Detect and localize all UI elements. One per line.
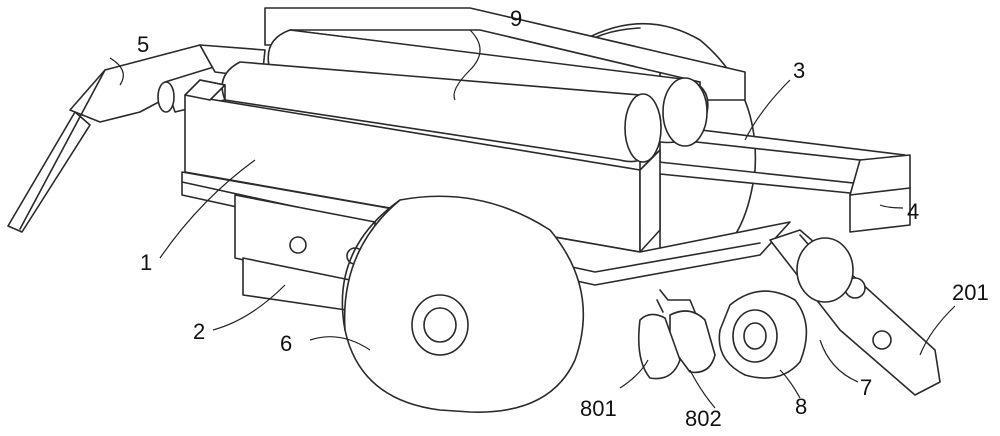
label-1: 1 xyxy=(140,250,152,275)
label-5: 5 xyxy=(137,32,149,57)
front-wheel xyxy=(341,195,585,413)
label-7: 7 xyxy=(860,375,872,400)
label-3: 3 xyxy=(793,58,805,83)
label-4: 4 xyxy=(907,199,919,224)
lower-roller-main xyxy=(718,290,808,379)
leader-lines xyxy=(109,29,956,409)
label-2: 2 xyxy=(193,319,205,344)
roller-front xyxy=(221,61,662,163)
lower-roller-rear xyxy=(796,237,854,303)
hopper-box xyxy=(184,79,661,253)
label-201: 201 xyxy=(952,280,989,305)
label-9: 9 xyxy=(510,6,522,31)
lower-housing xyxy=(234,194,376,313)
label-802: 802 xyxy=(685,406,722,431)
label-801: 801 xyxy=(580,396,617,421)
label-6: 6 xyxy=(280,331,292,356)
roller-pair-802 xyxy=(637,289,716,380)
side-bar-assembly xyxy=(639,124,911,233)
label-8: 8 xyxy=(795,394,807,419)
